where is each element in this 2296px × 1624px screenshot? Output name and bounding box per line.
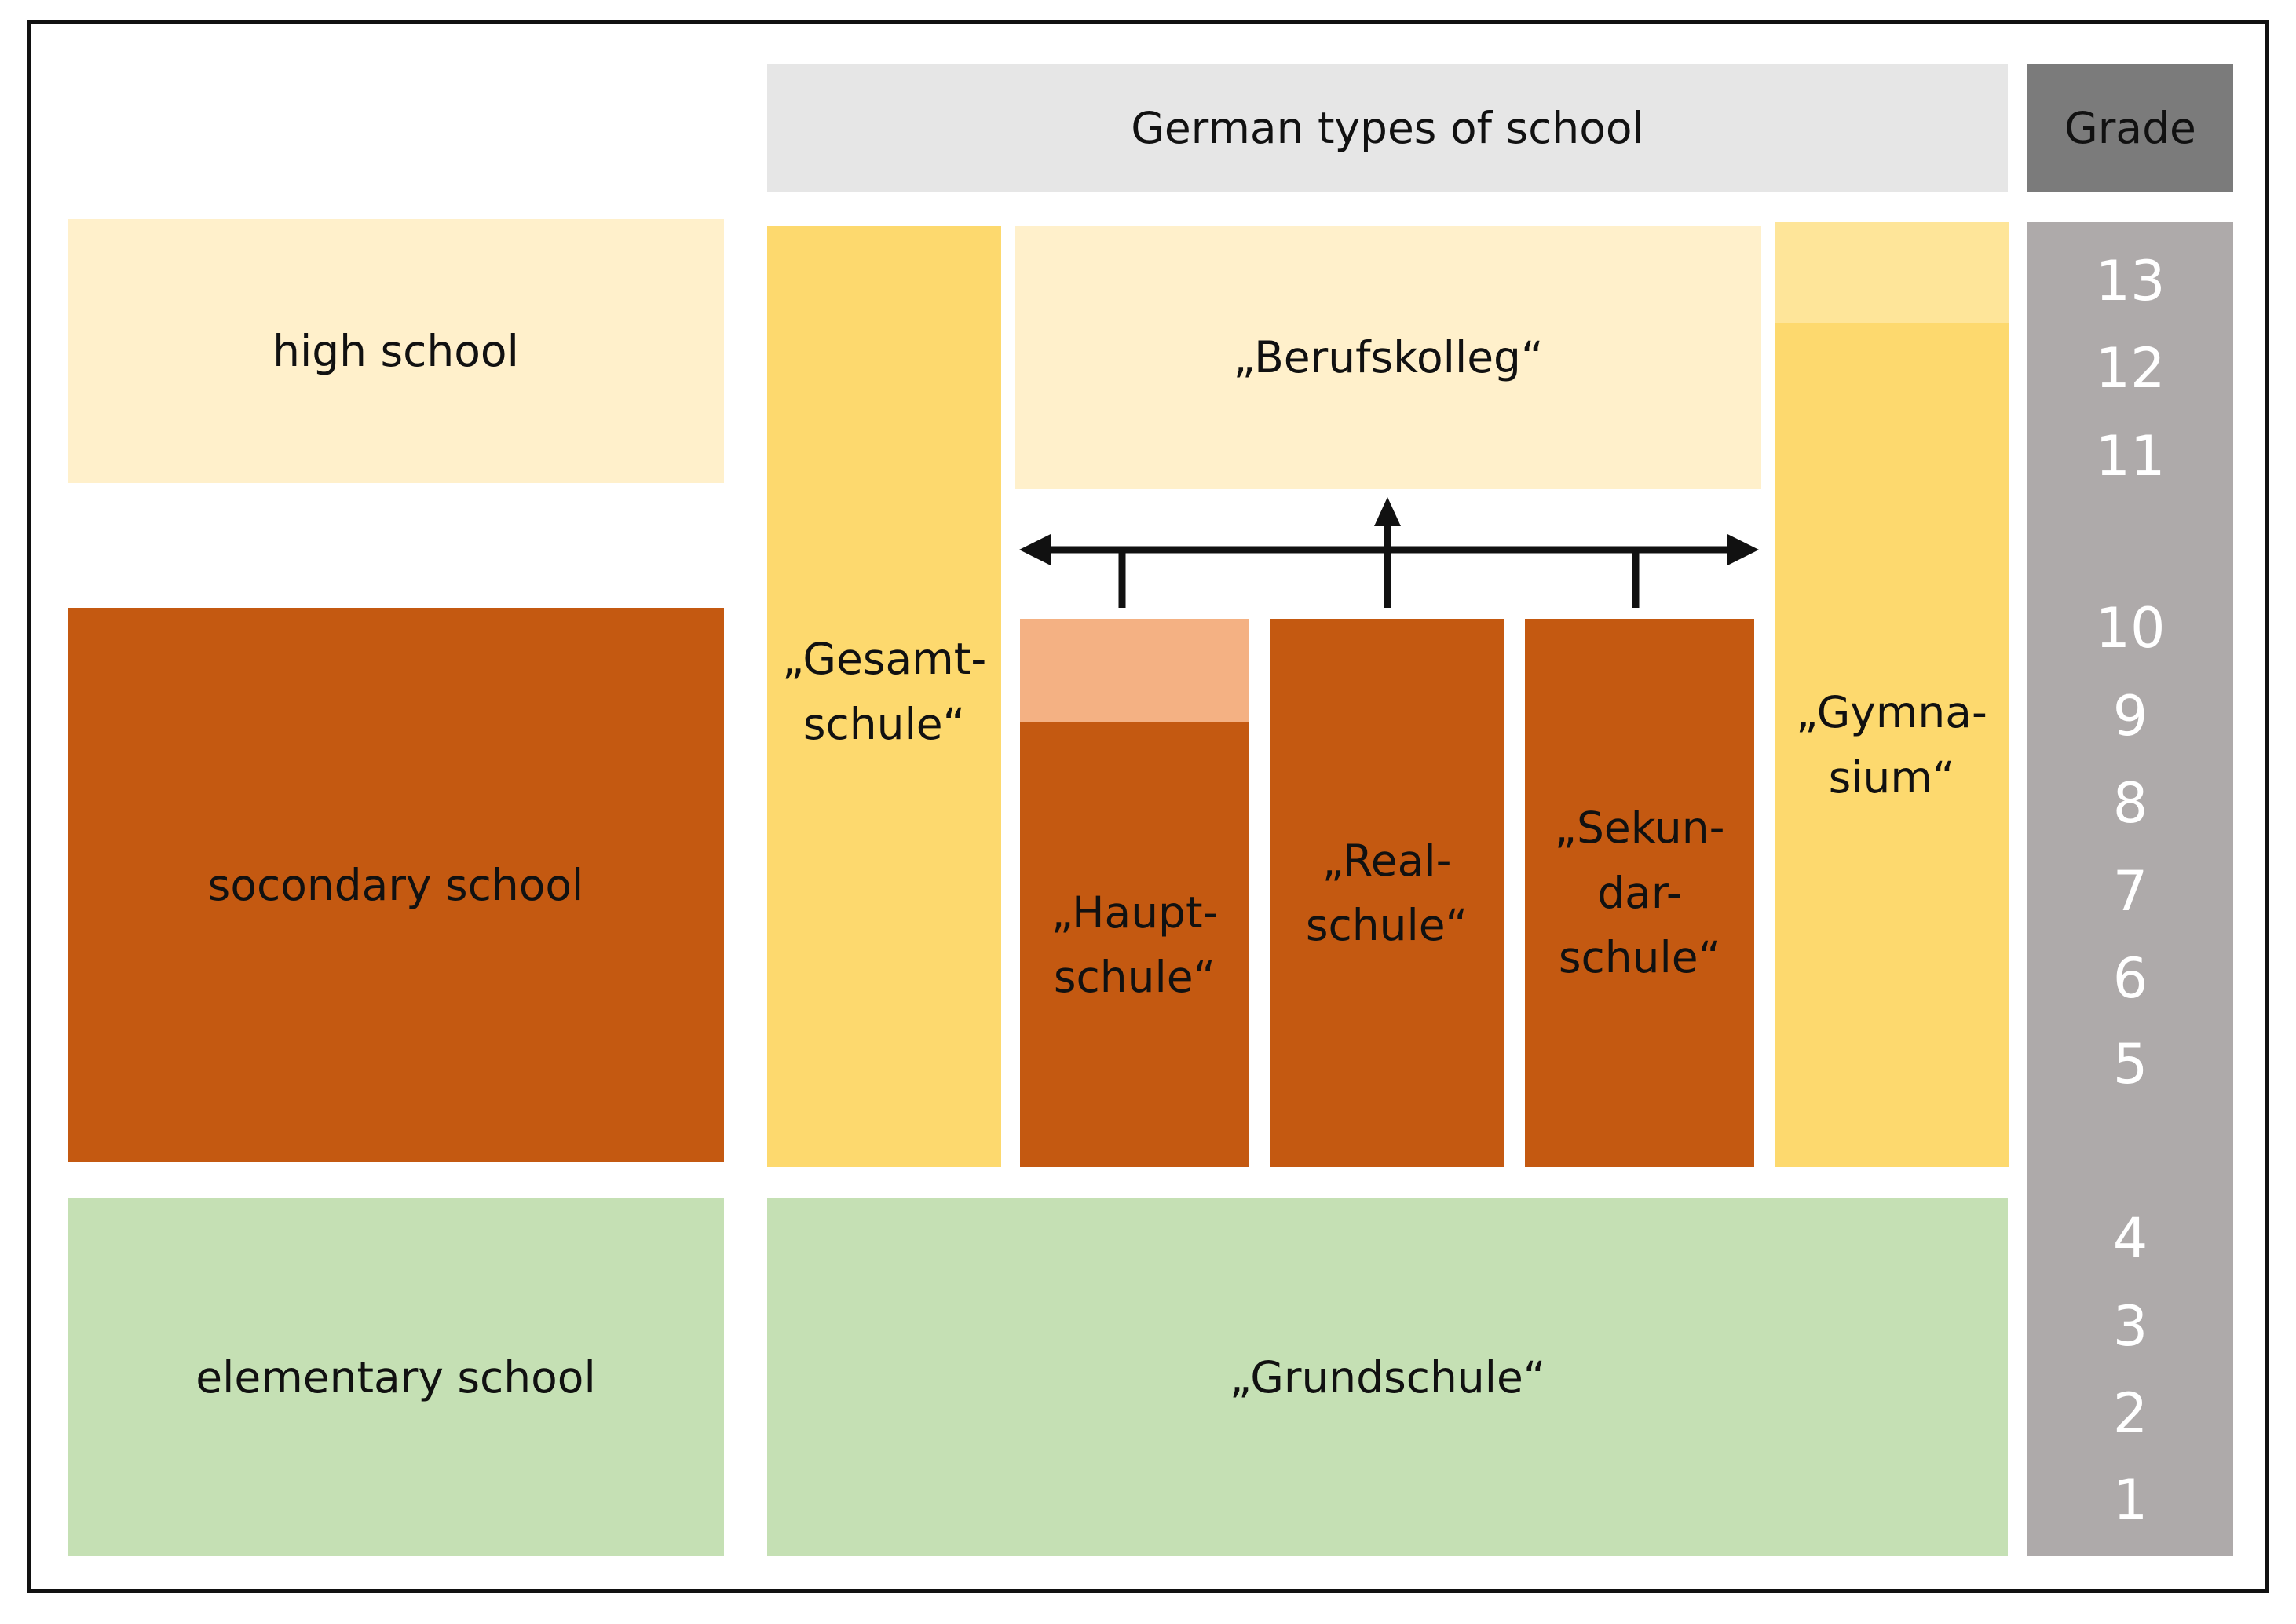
- category-secondary-school: socondary school: [68, 608, 724, 1162]
- hauptschule-upper-block: [1020, 619, 1249, 722]
- gymnasium-upper-block: [1775, 222, 2009, 323]
- grade-1: 1: [2112, 1468, 2148, 1532]
- category-high-school-label: high school: [272, 325, 519, 376]
- grundschule-block: „Grundschule“: [767, 1198, 2008, 1556]
- berufskolleg-label: „Berufskolleg“: [1233, 332, 1544, 383]
- grade-6: 6: [2112, 946, 2148, 1011]
- grade-4: 4: [2112, 1206, 2148, 1271]
- sekundarschule-label: „Sekun- dar- schule“: [1554, 803, 1725, 983]
- gesamtschule-block: „Gesamt- schule“: [767, 226, 1001, 1167]
- grade-numbers: 13 12 11 10 9 8 7 6 5 4 3 2 1: [2027, 0, 2233, 1624]
- realschule-label: „Real- schule“: [1305, 835, 1468, 951]
- grade-2: 2: [2112, 1381, 2148, 1446]
- grade-column: [2027, 222, 2233, 1556]
- category-elementary-school-label: elementary school: [196, 1352, 596, 1403]
- grade-10: 10: [2095, 596, 2166, 660]
- grade-3: 3: [2112, 1294, 2148, 1359]
- grade-13: 13: [2095, 249, 2166, 313]
- grade-8: 8: [2112, 771, 2148, 836]
- gymnasium-label: „Gymna- sium“: [1796, 687, 1987, 803]
- gesamtschule-label: „Gesamt- schule“: [781, 634, 987, 749]
- diagram-frame: [27, 20, 2269, 1593]
- hauptschule-block: „Haupt- schule“: [1020, 722, 1249, 1167]
- grundschule-label: „Grundschule“: [1229, 1352, 1546, 1403]
- gymnasium-block: „Gymna- sium“: [1775, 323, 2009, 1167]
- realschule-block: „Real- schule“: [1270, 619, 1504, 1167]
- arrow-up-head: [1374, 497, 1401, 526]
- hauptschule-label: „Haupt- schule“: [1051, 887, 1219, 1003]
- arrow-left-head: [1019, 534, 1051, 565]
- grade-9: 9: [2112, 684, 2148, 748]
- grade-12: 12: [2095, 336, 2166, 401]
- grade-5: 5: [2112, 1032, 2148, 1096]
- school-types-header: German types of school: [767, 64, 2008, 192]
- grade-11: 11: [2095, 424, 2166, 488]
- school-types-header-label: German types of school: [1131, 102, 1644, 153]
- berufskolleg-block: „Berufskolleg“: [1015, 226, 1761, 489]
- arrow-right-head: [1727, 534, 1759, 565]
- category-elementary-school: elementary school: [68, 1198, 724, 1556]
- grade-7: 7: [2112, 859, 2148, 924]
- category-high-school: high school: [68, 219, 724, 483]
- grade-header-label: Grade: [2064, 102, 2196, 153]
- category-secondary-school-label: socondary school: [207, 859, 584, 910]
- grade-header: Grade: [2027, 64, 2233, 192]
- sekundarschule-block: „Sekun- dar- schule“: [1525, 619, 1754, 1167]
